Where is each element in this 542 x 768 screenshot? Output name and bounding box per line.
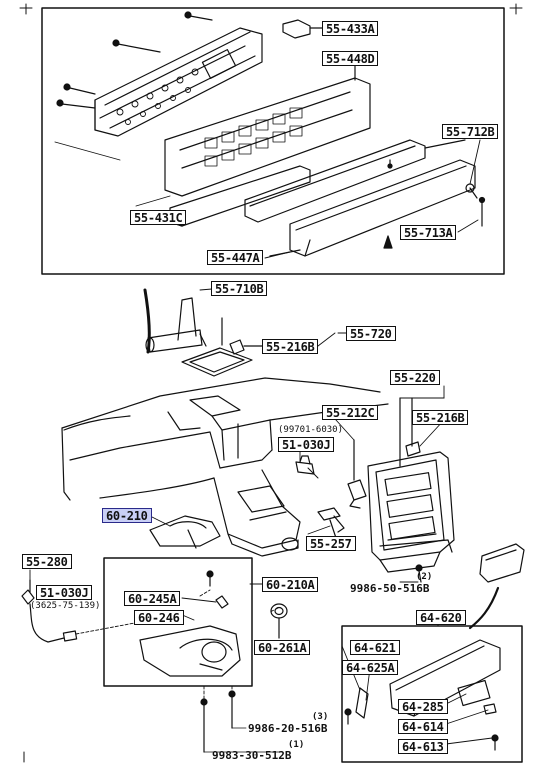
leader-lines [75, 589, 279, 701]
audio-panel [367, 397, 455, 573]
note-bolt-b-qty: (3) [312, 712, 329, 722]
callout-55-720[interactable]: 55-720 [346, 326, 396, 341]
callout-64-621[interactable]: 64-621 [350, 640, 400, 655]
callout-64-625A[interactable]: 64-625A [342, 660, 399, 675]
meter-hood [269, 159, 476, 257]
clip-lower [317, 507, 345, 539]
lower-assembly-frame [103, 557, 253, 687]
callout-64-285[interactable]: 64-285 [398, 699, 448, 714]
note-bolt-a-qty: (2) [416, 572, 433, 582]
callout-60-261A[interactable]: 60-261A [254, 640, 311, 655]
callout-55-212C[interactable]: 55-212C [322, 405, 379, 420]
bolts-lower [200, 690, 283, 753]
cap-part [282, 19, 323, 39]
callout-55-433A[interactable]: 55-433A [322, 21, 379, 36]
note-bolt-a: 9986-50-516B [350, 582, 430, 595]
registration-marks [19, 3, 523, 763]
window-lens [244, 139, 486, 227]
connector-cable [21, 579, 78, 643]
callout-55-257[interactable]: 55-257 [306, 536, 356, 551]
callout-55-710B[interactable]: 55-710B [211, 281, 268, 296]
cluster-housing [94, 27, 263, 137]
screw-audio [415, 564, 423, 583]
callout-51-030J-lower[interactable]: 51-030J [36, 585, 93, 600]
upper-assembly-frame [41, 7, 505, 275]
note-bolt-b: 9986-20-516B [248, 722, 328, 735]
callout-60-210A[interactable]: 60-210A [262, 577, 319, 592]
clip-upper [229, 339, 263, 355]
note-bolt-c-qty: (1) [288, 740, 305, 750]
callout-64-620[interactable]: 64-620 [416, 610, 466, 625]
callout-60-245A[interactable]: 60-245A [124, 591, 181, 606]
callout-55-216B-right[interactable]: 55-216B [412, 410, 469, 425]
screws-upper [56, 11, 213, 109]
vent-duct [143, 288, 207, 354]
vent-louver [181, 317, 253, 377]
callout-51-030J-upper[interactable]: 51-030J [278, 437, 335, 452]
clip-right [405, 441, 421, 457]
callout-60-246[interactable]: 60-246 [134, 610, 184, 625]
switch-upper [295, 455, 319, 479]
callout-64-614[interactable]: 64-614 [398, 719, 448, 734]
note-99701-6030: (99701-6030) [278, 425, 344, 435]
column-cover [149, 515, 221, 549]
callout-55-216B-upper[interactable]: 55-216B [262, 339, 319, 354]
note-3625-75-139: (3625-75-139) [30, 601, 101, 611]
note-bolt-c: 9983-30-512B [212, 749, 292, 762]
printed-circuit-board [164, 65, 371, 197]
callout-60-210[interactable]: 60-210 [102, 508, 152, 523]
callout-55-431C[interactable]: 55-431C [130, 210, 187, 225]
lower-column-cover [139, 570, 241, 677]
glove-box-lid [468, 543, 525, 630]
center-console [213, 469, 301, 557]
callout-55-448D[interactable]: 55-448D [322, 51, 379, 66]
callout-55-280[interactable]: 55-280 [22, 554, 72, 569]
callout-55-712B[interactable]: 55-712B [442, 124, 499, 139]
instrument-panel-body [61, 377, 389, 501]
knob [270, 603, 288, 639]
callout-64-613[interactable]: 64-613 [398, 739, 448, 754]
callout-55-447A[interactable]: 55-447A [207, 250, 264, 265]
callout-55-220[interactable]: 55-220 [390, 370, 440, 385]
glove-box-frame [341, 625, 523, 763]
callout-55-713A[interactable]: 55-713A [400, 225, 457, 240]
bracket [347, 439, 367, 509]
